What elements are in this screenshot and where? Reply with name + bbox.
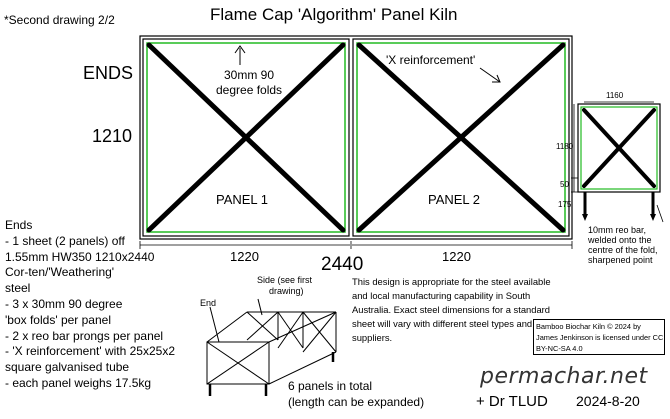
reinforcement-arrow: [479, 67, 501, 83]
specs-block: Ends - 1 sheet (2 panels) off 1.55mm HW3…: [5, 218, 175, 392]
width-left-dimension: 1220: [230, 249, 259, 264]
kiln-sketch: [206, 298, 337, 396]
end-view-width: 1160: [606, 91, 624, 100]
end-view-height: 1180: [556, 142, 574, 151]
side-label-line2: drawing): [269, 286, 304, 296]
reinforcement-callout: 'X reinforcement': [386, 53, 476, 67]
specs-line: 'box folds' per panel: [5, 312, 111, 327]
specs-line: - 2 x reo bar prongs per panel: [5, 328, 164, 343]
design-note: This design is appropriate for the steel…: [352, 275, 551, 345]
panel-1-outline: [142, 38, 350, 237]
specs-line: 1.55mm HW350 1210x2440: [5, 249, 155, 264]
panel-total-line1: 6 panels in total: [288, 379, 373, 393]
panel-2-fold-line: [356, 42, 566, 233]
total-width-dimension: 2440: [321, 254, 364, 275]
design-note-line: suppliers.: [352, 332, 393, 343]
license-line: Bamboo Biochar Kiln © 2024 by: [536, 322, 641, 331]
design-note-line: Australia. Exact steel dimensions for a …: [352, 304, 551, 315]
license-box: Bamboo Biochar Kiln © 2024 by James Jenk…: [533, 319, 665, 355]
panel-1-label: PANEL 1: [216, 192, 269, 207]
fold-arrow-head: [234, 45, 246, 54]
design-note-line: This design is appropriate for the steel…: [352, 276, 551, 287]
end-view-fold: 50: [560, 180, 569, 189]
folds-callout-line2: degree folds: [216, 83, 283, 97]
reinforcement-arrow-head: [492, 74, 501, 83]
width-right-dimension: 1220: [442, 249, 471, 264]
credit-text: + Dr TLUD: [476, 393, 548, 410]
panel-2-x-bar-b: [356, 42, 566, 233]
folds-callout-line1: 30mm 90: [224, 68, 275, 82]
reo-bar-note: 10mm reo bar, welded onto the centre of …: [588, 225, 658, 265]
panel-total-note: 6 panels in total (length can be expande…: [288, 378, 424, 410]
ends-label: ENDS: [83, 63, 134, 83]
page-title: Flame Cap 'Algorithm' Panel Kiln: [210, 5, 458, 24]
panel-1-fold-line: [146, 42, 346, 233]
side-label: Side (see first drawing): [257, 275, 312, 297]
folds-callout: 30mm 90 degree folds: [216, 68, 282, 98]
license-line: James Jenkinson is licensed under CC: [536, 333, 664, 342]
drawing-note: *Second drawing 2/2: [4, 13, 115, 27]
specs-line: - 'X reinforcement' with 25x25x2: [5, 344, 175, 359]
specs-line: - 1 sheet (2 panels) off: [5, 233, 125, 248]
panel-1-x-bar-b: [146, 42, 346, 233]
end-view-prong: 175: [558, 200, 572, 209]
end-label: End: [200, 298, 217, 308]
sheet-outline: [139, 35, 573, 240]
brand-signature: permachar.net: [480, 364, 648, 389]
specs-line: square galvanised tube: [5, 360, 130, 375]
end-view-drawing: [571, 101, 664, 223]
reo-bar-note-line1: 10mm reo bar,: [588, 225, 647, 235]
reo-bar-note-line4: sharpened point: [588, 255, 653, 265]
reo-bar-note-line2: welded onto the: [588, 235, 652, 245]
panel-total-line2: (length can be expanded): [288, 395, 425, 409]
side-label-line1: Side (see first: [257, 275, 313, 285]
height-dimension: 1210: [92, 126, 133, 146]
design-note-line: and local manufacturing capability in So…: [352, 290, 531, 301]
design-note-line: sheet will vary with different steel typ…: [352, 318, 533, 329]
panel-2-outline: [352, 38, 570, 237]
reo-bar-note-line3: centre of the fold,: [588, 245, 658, 255]
specs-line: - 3 x 30mm 90 degree: [5, 296, 123, 311]
specs-line: - each panel weighs 17.5kg: [5, 375, 152, 390]
license-line: BY-NC-SA 4.0: [536, 344, 583, 353]
specs-heading: Ends: [5, 218, 33, 232]
specs-line: steel: [5, 281, 31, 296]
panel-2-label: PANEL 2: [428, 192, 481, 207]
date-text: 2024-8-20: [576, 393, 640, 409]
specs-line: Cor-ten/'Weathering': [5, 265, 115, 280]
